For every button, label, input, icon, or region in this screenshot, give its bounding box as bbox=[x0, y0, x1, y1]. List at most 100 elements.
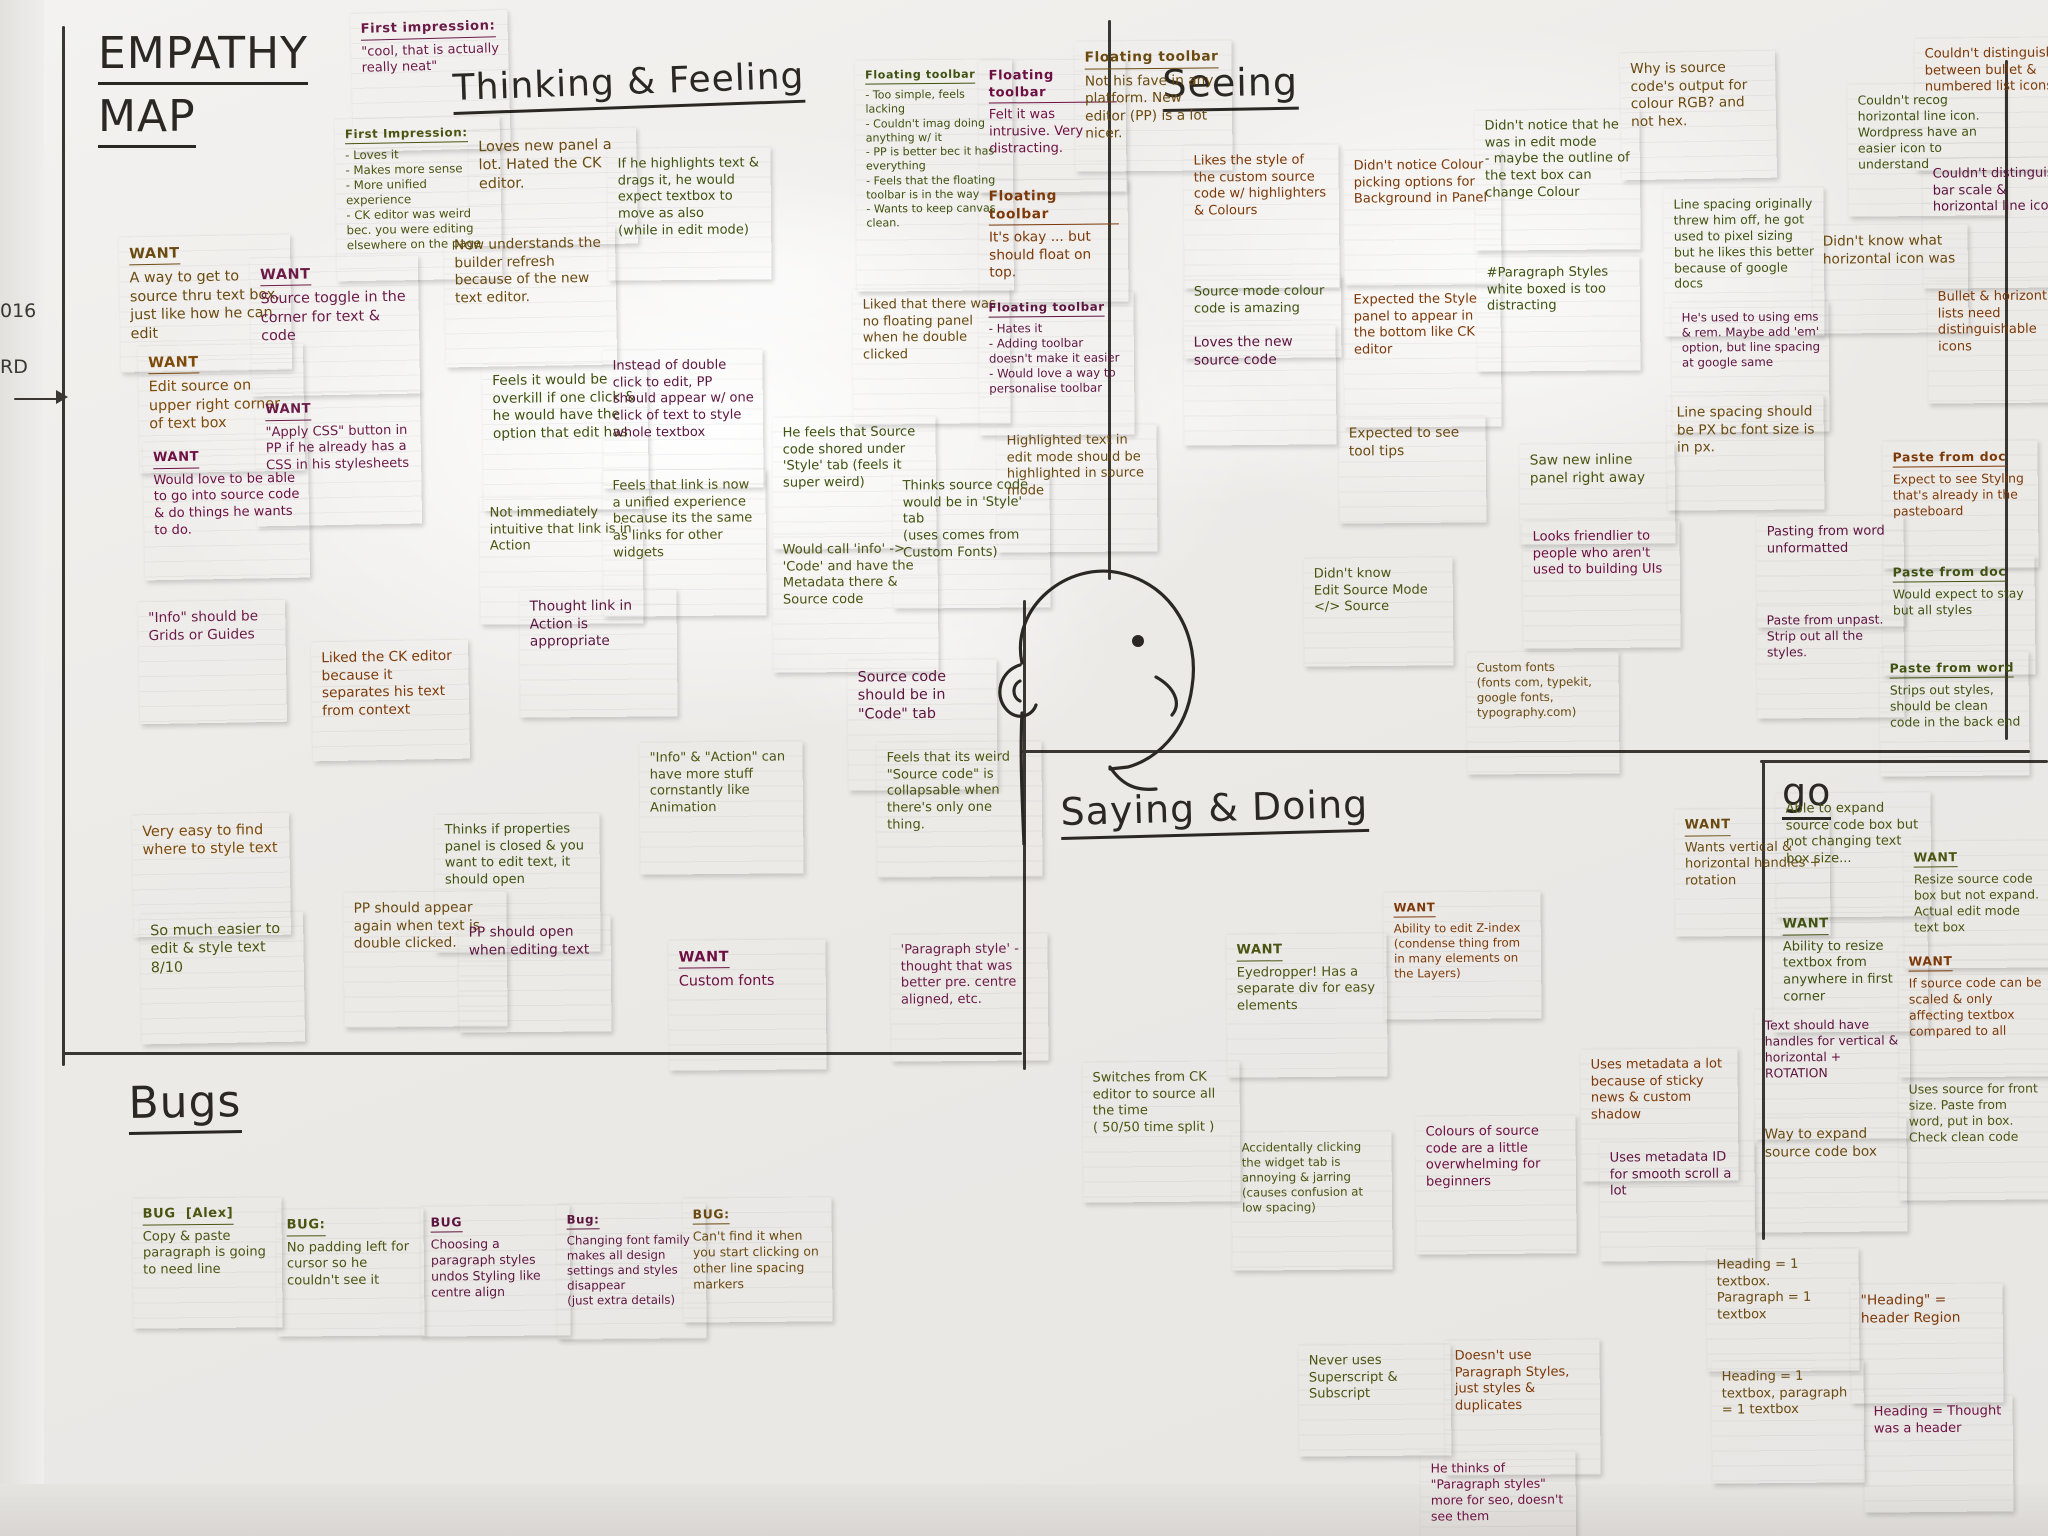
sticky-note-body: "Heading" = header Region bbox=[1860, 1291, 1961, 1326]
sticky-note[interactable]: Why is source code's output for colour R… bbox=[1620, 49, 1778, 180]
sticky-note[interactable]: Loves the new source code bbox=[1183, 324, 1337, 446]
sticky-note[interactable]: Custom fonts (fonts com, typekit, google… bbox=[1466, 649, 1620, 774]
sticky-note[interactable]: Thought link in Action is appropriate bbox=[519, 588, 678, 719]
sticky-note-body: Accidentally clicking the widget tab is … bbox=[1241, 1139, 1367, 1215]
sticky-note[interactable]: Feels that its weird "Source code" is co… bbox=[876, 740, 1044, 879]
sticky-note[interactable]: Couldn't distinguish between bullet & nu… bbox=[1914, 36, 2048, 172]
sticky-note[interactable]: BUG:No padding left for cursor so he cou… bbox=[276, 1207, 425, 1337]
sticky-note[interactable]: Highlighted text in edit mode should be … bbox=[996, 423, 1158, 553]
sticky-note[interactable]: Heading = Thought was a header bbox=[1863, 1394, 2014, 1513]
sticky-note[interactable]: Didn't notice that he was in edit mode -… bbox=[1474, 108, 1641, 252]
sticky-note[interactable]: Never uses Superscript & Subscript bbox=[1298, 1343, 1452, 1457]
divider-bugs-top bbox=[62, 1052, 1022, 1055]
sticky-note[interactable]: Uses source for front size. Paste from w… bbox=[1898, 1071, 2048, 1201]
sticky-note[interactable]: "Info" & "Action" can have more stuff co… bbox=[639, 740, 804, 876]
sticky-note[interactable]: Didn't know Edit Source Mode </> Source bbox=[1303, 556, 1454, 668]
sticky-note-body: Instead of double click to edit, PP shou… bbox=[612, 357, 758, 441]
left-arrow-shaft bbox=[14, 398, 64, 400]
divider-goals-left bbox=[1762, 760, 1765, 1240]
sticky-note-body: - Hates it - Adding toolbar doesn't make… bbox=[988, 320, 1120, 396]
sticky-note-body: Couldn't distinguish bar scale & horizon… bbox=[1932, 165, 2048, 216]
sticky-note-header: WANT bbox=[1393, 899, 1436, 918]
divider-outer-left bbox=[62, 26, 65, 1066]
sticky-note-header: BUG: bbox=[286, 1217, 326, 1237]
sticky-note-body: Line spacing should be PX bc font size i… bbox=[1676, 403, 1819, 456]
sticky-note[interactable]: Line spacing should be PX bc font size i… bbox=[1666, 393, 1825, 510]
sticky-note-header: WANT bbox=[1684, 817, 1731, 837]
sticky-note-body: Resize source code box but not expand. A… bbox=[1913, 870, 2044, 935]
sticky-note-header: BUG: bbox=[692, 1206, 730, 1225]
sticky-note-body: Strips out styles, should be clean code … bbox=[1889, 681, 2021, 729]
sticky-note-body: Thought link in Action is appropriate bbox=[529, 597, 637, 651]
sticky-note[interactable]: Accidentally clicking the widget tab is … bbox=[1231, 1129, 1393, 1271]
sticky-note-body: Liked the CK editor because it separates… bbox=[321, 647, 457, 719]
sticky-note[interactable]: Way to expand source code box bbox=[1754, 1116, 1908, 1233]
sticky-note-header: First Impression: bbox=[344, 125, 468, 145]
sticky-note-body: Expect to see Styling that's already in … bbox=[1892, 470, 2028, 519]
sticky-note-body: Uses metadata ID for smooth scroll a lot bbox=[1609, 1149, 1736, 1200]
sticky-note-body: Loves new panel a lot. Hated the CK edit… bbox=[478, 136, 617, 193]
sticky-note[interactable]: Expected to see tool tips bbox=[1338, 415, 1486, 524]
sticky-note-header: Paste from doc bbox=[1892, 448, 2006, 468]
sticky-note[interactable]: Looks friendlier to people who aren't us… bbox=[1522, 519, 1681, 649]
sticky-note[interactable]: If he highlights text & drags it, he wou… bbox=[607, 145, 772, 281]
sticky-note-header: BUG [Alex] bbox=[142, 1206, 234, 1226]
divider-right-column bbox=[2005, 60, 2008, 740]
sticky-note[interactable]: "Info" should be Grids or Guides bbox=[137, 598, 287, 724]
sticky-note-body: Able to expand source code box but not c… bbox=[1785, 800, 1919, 867]
sticky-note-body: "Info" & "Action" can have more stuff co… bbox=[649, 749, 790, 817]
sticky-note[interactable]: 'Paragraph style' - thought that was bet… bbox=[890, 932, 1049, 1063]
sticky-note[interactable]: "Heading" = header Region bbox=[1850, 1281, 2004, 1404]
sticky-note-header: WANT bbox=[1908, 953, 1953, 972]
sticky-note-body: Would love to be able to go into source … bbox=[153, 470, 304, 539]
sticky-note[interactable]: Now understands the builder refresh beca… bbox=[444, 225, 618, 367]
sticky-note-body: Couldn't distinguish between bullet & nu… bbox=[1924, 45, 2048, 96]
sticky-note[interactable]: Couldn't distinguish bar scale & horizon… bbox=[1922, 156, 2048, 289]
sticky-note-body: Uses metadata a lot because of sticky ne… bbox=[1590, 1056, 1727, 1123]
divider-saying-doing-top bbox=[1020, 750, 2030, 753]
sticky-note[interactable]: He thinks of "Paragraph styles" more for… bbox=[1420, 1449, 1577, 1536]
sticky-note-header: WANT bbox=[152, 449, 200, 469]
sticky-note[interactable]: Heading = 1 textbox, paragraph = 1 textb… bbox=[1711, 1359, 1865, 1484]
sticky-note[interactable]: So much easier to edit & style text 8/10 bbox=[140, 910, 306, 1045]
sticky-note[interactable]: Heading = 1 textbox. Paragraph = 1 textb… bbox=[1706, 1247, 1860, 1372]
sticky-note-header: WANT bbox=[259, 265, 311, 287]
sticky-note[interactable]: PP should open when editing text bbox=[458, 913, 612, 1033]
sticky-note-body: Why is source code's output for colour R… bbox=[1630, 59, 1753, 130]
sticky-note-body: Thinks if properties panel is closed & y… bbox=[444, 821, 588, 889]
board-left-edge bbox=[0, 0, 44, 1536]
sticky-note[interactable]: Liked the CK editor because it separates… bbox=[310, 638, 471, 762]
sticky-note-body: Heading = 1 textbox, paragraph = 1 textb… bbox=[1721, 1368, 1852, 1419]
sticky-note-body: Custom fonts bbox=[679, 972, 775, 990]
sticky-note[interactable]: Bullet & horizontal lists need distingui… bbox=[1927, 279, 2048, 404]
sticky-note-body: Colours of source code are a little over… bbox=[1425, 1123, 1545, 1190]
sticky-note[interactable]: Floating toolbar- Hates it - Adding tool… bbox=[978, 289, 1134, 436]
sticky-note[interactable]: BUG: Can't find it when you start clickin… bbox=[682, 1196, 833, 1324]
sticky-note-body: Feels that its weird "Source code" is co… bbox=[886, 749, 1015, 833]
sticky-note[interactable]: Uses metadata ID for smooth scroll a lot bbox=[1599, 1140, 1756, 1263]
sticky-note[interactable]: Switches from CK editor to source all th… bbox=[1082, 1060, 1241, 1204]
sticky-note-body: - Too simple, feels lacking - Couldn't i… bbox=[865, 87, 1000, 230]
sticky-note-header: WANT bbox=[1913, 849, 1958, 868]
sticky-note[interactable]: BUG [Alex]Copy & paste paragraph is goin… bbox=[132, 1196, 284, 1329]
sticky-note-body: Text should have handles for vertical & … bbox=[1764, 1016, 1902, 1081]
sticky-note[interactable]: Likes the style of the custom source cod… bbox=[1183, 143, 1340, 289]
sticky-note-header: First impression: bbox=[360, 17, 496, 41]
sticky-note[interactable]: #Paragraph Styles white boxed is too dis… bbox=[1476, 255, 1641, 372]
sticky-note-body: Can't find it when you start clicking on… bbox=[692, 1227, 823, 1292]
sticky-note[interactable]: Colours of source code are a little over… bbox=[1415, 1113, 1577, 1255]
sticky-note[interactable]: Floating toolbar- Too simple, feels lack… bbox=[854, 57, 1015, 292]
page-title: EMPATHY MAP bbox=[98, 28, 309, 148]
sticky-note-body: #Paragraph Styles white boxed is too dis… bbox=[1486, 264, 1613, 315]
sticky-note-body: Source toggle in the corner for text & c… bbox=[260, 289, 411, 345]
